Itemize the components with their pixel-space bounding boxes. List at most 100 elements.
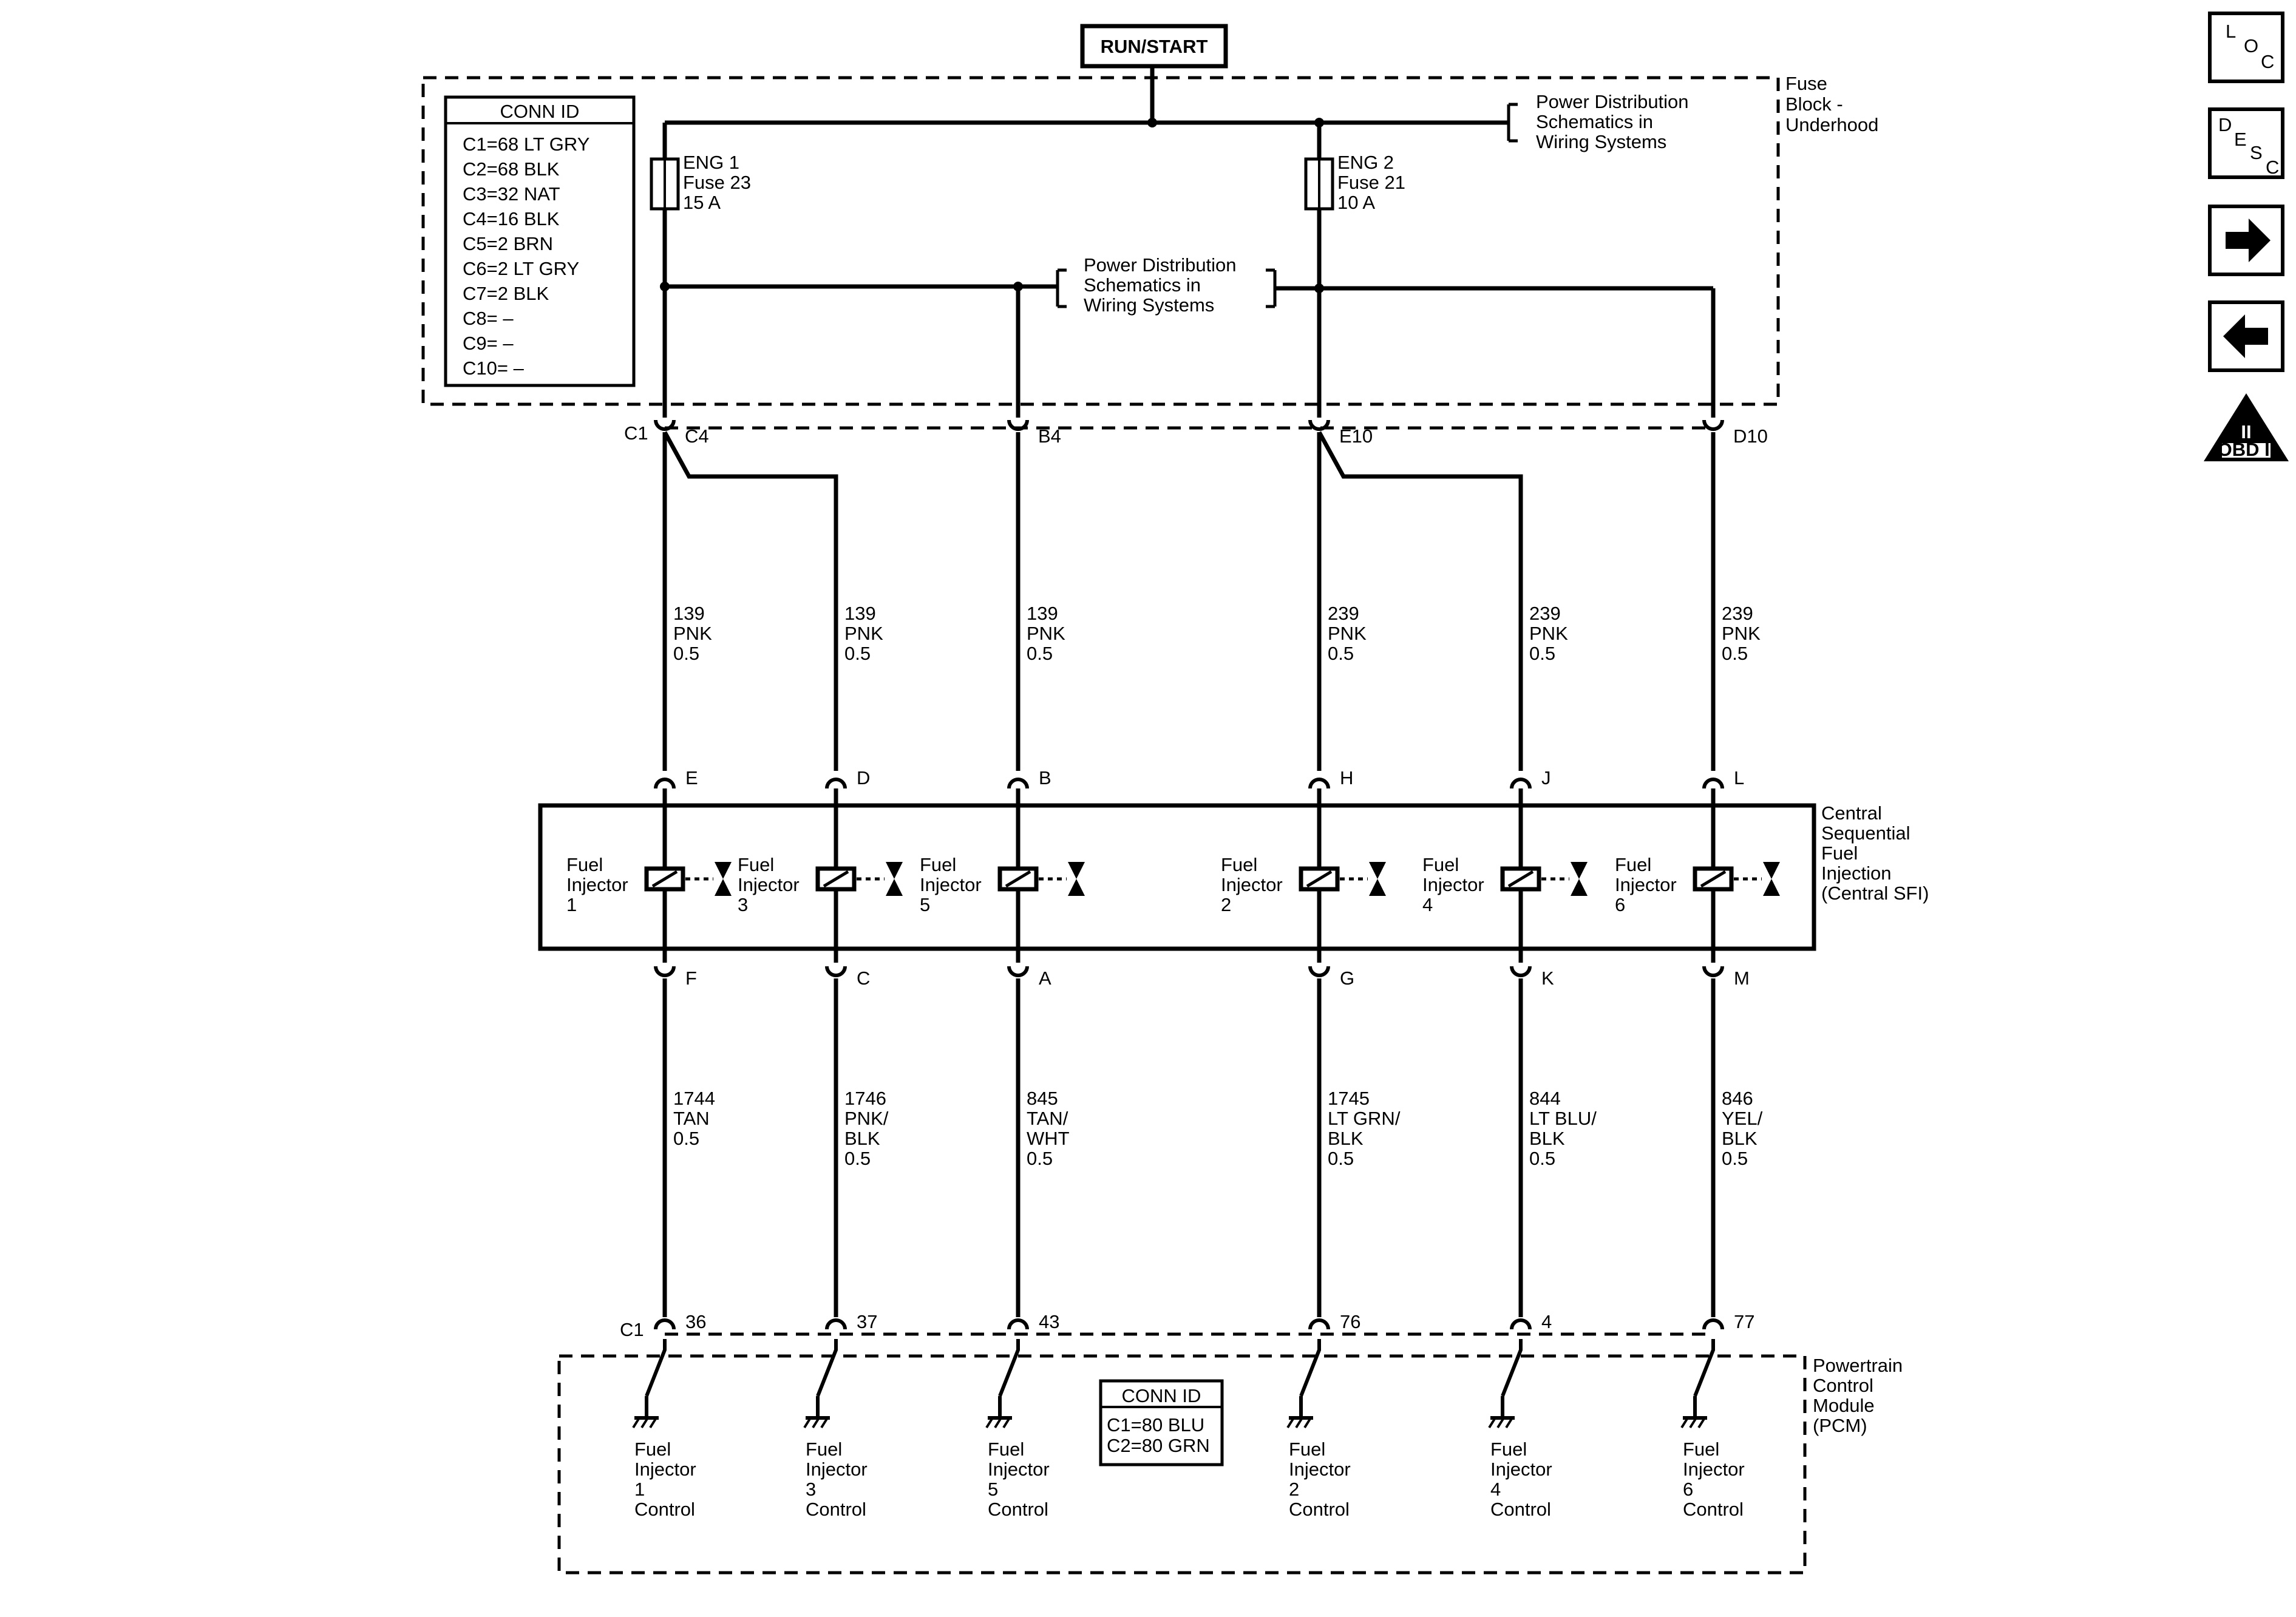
- lower-wire-label: BLK: [1328, 1128, 1364, 1149]
- sfi-bottom-pin-icon: [1007, 966, 1029, 977]
- sfi-top-pin-label: D: [857, 767, 870, 788]
- pcm-pin-icon: [1702, 1318, 1724, 1330]
- conn-id-title: CONN ID: [500, 101, 580, 122]
- lower-wire-label: LT BLU/: [1529, 1108, 1597, 1129]
- injector-label: Injector: [1221, 874, 1283, 895]
- injector-label: 3: [738, 894, 748, 915]
- injector-control-label: Injector: [1683, 1459, 1745, 1480]
- valve-icon: [1571, 862, 1588, 879]
- location-icon[interactable]: [2208, 12, 2284, 83]
- pcm-pin-icon: [654, 1318, 676, 1330]
- next-arrow-shape: [2226, 219, 2271, 262]
- injector-label: Injector: [920, 874, 982, 895]
- fuse-eng2-label: Fuse 21: [1337, 172, 1405, 193]
- sfi-top-pin-label: E: [685, 767, 698, 788]
- splice-dot: [660, 282, 670, 291]
- upper-wire-label: 0.5: [1722, 643, 1748, 664]
- valve-icon: [886, 862, 903, 879]
- lower-wire-label: 1745: [1328, 1088, 1370, 1109]
- sfi-bottom-pin-icon: [1308, 966, 1330, 977]
- driver-switch-icon: [1693, 1339, 1715, 1397]
- ground-hatch: [820, 1417, 829, 1429]
- upper-wire-label: PNK: [1328, 623, 1367, 644]
- lower-wire-label: YEL/: [1722, 1108, 1763, 1129]
- driver-switch-icon: [816, 1339, 838, 1397]
- injector-control-label: Injector: [988, 1459, 1050, 1480]
- valve-icon: [715, 862, 732, 879]
- injector-control-label: 1: [634, 1479, 645, 1500]
- ground-hatch: [640, 1417, 649, 1429]
- ground-hatch: [632, 1417, 640, 1429]
- conn-id-row: C2=68 BLK: [463, 158, 560, 180]
- conn-id-row: C1=68 LT GRY: [463, 134, 589, 155]
- pcm-pin-icon: [825, 1318, 847, 1330]
- power-ref-mid: Schematics in: [1084, 274, 1201, 296]
- sfi-top-pin-label: L: [1734, 767, 1744, 788]
- injector-label: 5: [920, 894, 930, 915]
- dashed-outline-layer: [421, 76, 1807, 1575]
- injector-control-label: 6: [1683, 1479, 1693, 1500]
- coil-slash: [1507, 870, 1534, 888]
- run-start-box: [1080, 24, 1228, 69]
- injector-label: Fuel: [1422, 854, 1459, 875]
- lower-wire-label: 0.5: [844, 1148, 871, 1169]
- conn-id-row: C4=16 BLK: [463, 208, 560, 229]
- central-sfi-label: (Central SFI): [1821, 883, 1929, 904]
- fuse-eng1-label: Fuse 23: [683, 172, 751, 193]
- splice-dot: [1314, 118, 1324, 127]
- pcm-pin-label: 37: [857, 1311, 877, 1332]
- power-ref-mid: Wiring Systems: [1084, 294, 1214, 316]
- conn-id-row: C9= –: [463, 333, 514, 354]
- injector-label: Injector: [1615, 874, 1677, 895]
- valve-icon: [1369, 879, 1386, 896]
- location-icon-letter: L: [2226, 21, 2236, 42]
- previous-arrow-shape: [2223, 314, 2268, 358]
- conn-id-row: C10= –: [463, 358, 525, 379]
- ground-hatch: [1689, 1417, 1697, 1429]
- injector-label: Fuel: [566, 854, 603, 875]
- connector-socket-icon: [1702, 419, 1724, 431]
- injector-control-label: Control: [1490, 1499, 1551, 1520]
- fuse-block-label: Block -: [1785, 93, 1843, 115]
- power-ref-mid: Power Distribution: [1084, 254, 1237, 276]
- power-ref-top: Schematics in: [1536, 111, 1653, 132]
- obd-ii-small-text: OBD II: [2218, 439, 2275, 460]
- injector-control-label: Injector: [1490, 1459, 1552, 1480]
- ground-hatch: [1697, 1417, 1706, 1429]
- description-icon[interactable]: [2208, 107, 2284, 179]
- injector-control-label: Fuel: [634, 1439, 671, 1460]
- power-ref-top: Wiring Systems: [1536, 131, 1666, 152]
- pcm-pin-label: 77: [1734, 1311, 1754, 1332]
- upper-wire-label: 239: [1328, 603, 1359, 624]
- pcm-pin-label: 4: [1541, 1311, 1552, 1332]
- obd-ii-big-text: II: [2241, 421, 2251, 442]
- injector-control-label: Control: [1683, 1499, 1744, 1520]
- conn-id-row: C8= –: [463, 308, 514, 329]
- location-icon-letter: O: [2244, 35, 2258, 56]
- fuse-eng2-label: ENG 2: [1337, 152, 1394, 173]
- obd-ii-plate: [2222, 443, 2271, 458]
- wire-inj4-feed: [1317, 431, 1523, 771]
- sfi-bottom-pin-icon: [654, 966, 676, 977]
- lower-wire-label: 0.5: [1328, 1148, 1354, 1169]
- upper-wire-label: PNK: [673, 623, 712, 644]
- sfi-bottom-pin-label: K: [1541, 968, 1554, 989]
- lower-wire-label: 846: [1722, 1088, 1753, 1109]
- pcm-conn-id-box: [1099, 1379, 1224, 1466]
- pcm-label: (PCM): [1813, 1415, 1867, 1436]
- lower-wire-label: 0.5: [1722, 1148, 1748, 1169]
- wire-inj3-feed: [662, 431, 838, 771]
- coil-slash: [823, 870, 849, 888]
- ground-hatch: [1496, 1417, 1505, 1429]
- pcm-pin-label: 43: [1039, 1311, 1059, 1332]
- description-icon-letter: C: [2266, 157, 2279, 178]
- ground-hatch: [803, 1417, 812, 1429]
- run-start-label: RUN/START: [1101, 36, 1208, 57]
- coil-slash: [1005, 870, 1031, 888]
- upper-wire-label: 239: [1722, 603, 1753, 624]
- upper-wire-label: 0.5: [844, 643, 871, 664]
- ground-hatch: [1002, 1417, 1011, 1429]
- splice-dot: [1314, 283, 1324, 293]
- connector-pin-label: E10: [1339, 425, 1373, 447]
- upper-wire-label: PNK: [844, 623, 883, 644]
